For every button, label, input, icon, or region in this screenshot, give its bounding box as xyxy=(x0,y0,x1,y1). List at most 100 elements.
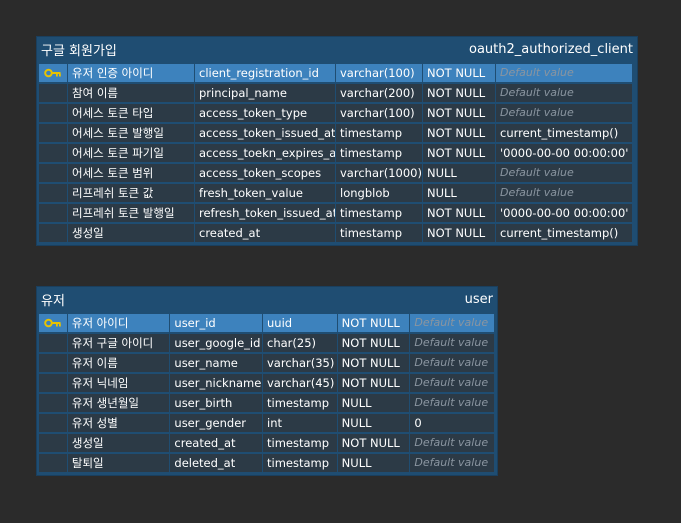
entity-header[interactable]: 유저 user xyxy=(37,287,497,311)
column-default[interactable]: current_timestamp() xyxy=(496,224,632,242)
column-type: uuid xyxy=(263,314,337,332)
key-cell xyxy=(39,104,67,122)
column-physical-name: created_at xyxy=(195,224,335,242)
column-default[interactable]: Default value xyxy=(410,454,494,472)
column-nullable: NOT NULL xyxy=(337,314,410,332)
column-default[interactable]: '0000-00-00 00:00:00' xyxy=(496,144,632,162)
column-default[interactable]: Default value xyxy=(496,164,632,182)
column-logical-name: 생성일 xyxy=(68,224,194,242)
entity-header[interactable]: 구글 회원가입 oauth2_authorized_client xyxy=(37,37,637,61)
column-physical-name: access_token_type xyxy=(195,104,335,122)
column-type: timestamp xyxy=(263,394,337,412)
key-cell xyxy=(39,374,67,392)
key-cell xyxy=(39,164,67,182)
column-type: varchar(35) xyxy=(263,354,337,372)
column-physical-name: user_name xyxy=(170,354,262,372)
column-nullable: NOT NULL xyxy=(423,224,495,242)
column-logical-name: 유저 생년월일 xyxy=(67,394,170,412)
key-cell xyxy=(39,334,67,352)
column-nullable: NOT NULL xyxy=(337,334,410,352)
key-cell xyxy=(39,144,67,162)
column-logical-name: 생성일 xyxy=(67,434,170,452)
column-nullable: NOT NULL xyxy=(337,374,410,392)
column-logical-name: 유저 구글 아이디 xyxy=(67,334,170,352)
column-default[interactable]: Default value xyxy=(496,64,632,82)
column-physical-name: access_toekn_expires_at xyxy=(195,144,335,162)
column-logical-name: 어세스 토큰 파기일 xyxy=(68,144,194,162)
column-physical-name: user_google_id xyxy=(170,334,262,352)
column-default[interactable]: Default value xyxy=(496,104,632,122)
column-type: varchar(100) xyxy=(336,64,422,82)
column-logical-name: 유저 인증 아이디 xyxy=(68,64,194,82)
column-logical-name: 어세스 토큰 타입 xyxy=(68,104,194,122)
column-default[interactable]: Default value xyxy=(496,84,632,102)
key-cell xyxy=(39,124,67,142)
column-physical-name: access_token_scopes xyxy=(195,164,335,182)
column-type: timestamp xyxy=(263,454,337,472)
column-type: varchar(1000) xyxy=(336,164,422,182)
column-default[interactable]: Default value xyxy=(410,334,494,352)
column-logical-name: 리프레쉬 토큰 발행일 xyxy=(68,204,194,222)
column-logical-name: 탈퇴일 xyxy=(67,454,170,472)
column-nullable: NOT NULL xyxy=(423,204,495,222)
column-logical-name: 어세스 토큰 범위 xyxy=(68,164,194,182)
column-logical-name: 어세스 토큰 발행일 xyxy=(68,124,194,142)
column-default[interactable]: Default value xyxy=(410,354,494,372)
key-cell xyxy=(39,224,67,242)
column-type: timestamp xyxy=(336,204,422,222)
column-type: char(25) xyxy=(263,334,337,352)
key-cell xyxy=(39,184,67,202)
column-physical-name: user_id xyxy=(170,314,262,332)
column-type: timestamp xyxy=(336,224,422,242)
column-default[interactable]: Default value xyxy=(410,314,494,332)
entity-oauth2-authorized-client[interactable]: 구글 회원가입 oauth2_authorized_client 유저 인증 아… xyxy=(36,36,638,246)
column-physical-name: user_nickname xyxy=(170,374,262,392)
column-default[interactable]: '0000-00-00 00:00:00' xyxy=(496,204,632,222)
column-nullable: NULL xyxy=(337,454,410,472)
column-nullable: NOT NULL xyxy=(423,124,495,142)
column-nullable: NOT NULL xyxy=(337,354,410,372)
column-type: int xyxy=(263,414,337,432)
column-nullable: NOT NULL xyxy=(423,104,495,122)
column-physical-name: principal_name xyxy=(195,84,335,102)
column-physical-name: user_birth xyxy=(170,394,262,412)
column-default[interactable]: 0 xyxy=(410,414,494,432)
column-logical-name: 유저 성별 xyxy=(67,414,170,432)
column-physical-name: client_registration_id xyxy=(195,64,335,82)
column-nullable: NULL xyxy=(337,414,410,432)
column-default[interactable]: Default value xyxy=(410,434,494,452)
column-logical-name: 유저 아이디 xyxy=(67,314,170,332)
column-logical-name: 리프레쉬 토큰 값 xyxy=(68,184,194,202)
column-default[interactable]: Default value xyxy=(410,374,494,392)
column-default[interactable]: Default value xyxy=(410,394,494,412)
column-physical-name: access_token_issued_at xyxy=(195,124,335,142)
column-default[interactable]: Default value xyxy=(496,184,632,202)
column-logical-name: 유저 닉네임 xyxy=(67,374,170,392)
key-icon xyxy=(44,68,61,78)
column-nullable: NOT NULL xyxy=(337,434,410,452)
key-icon xyxy=(44,318,61,328)
key-cell xyxy=(39,314,67,332)
column-default[interactable]: current_timestamp() xyxy=(496,124,632,142)
entity-physical-name: user xyxy=(464,291,493,307)
column-nullable: NOT NULL xyxy=(423,64,495,82)
